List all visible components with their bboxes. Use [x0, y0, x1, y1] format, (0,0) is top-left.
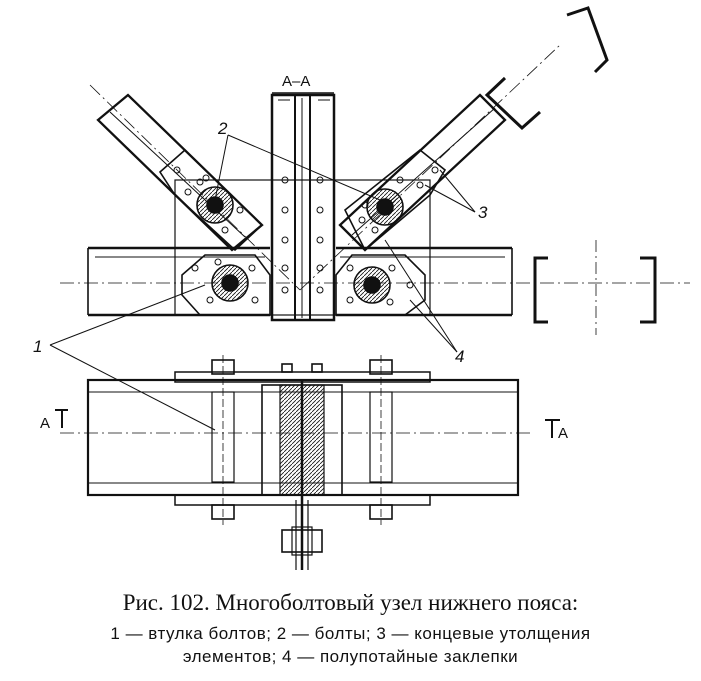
section-cut-right [545, 419, 560, 438]
right-chord-plate [335, 254, 426, 316]
bolt-bushing [196, 186, 404, 304]
leader-lines [49, 134, 476, 431]
figure-caption-title: Рис. 102. Многоболтовый узел нижнего поя… [122, 590, 579, 615]
figure-legend-line-1: 1 — втулка болтов; 2 — болты; 3 — концев… [110, 624, 591, 643]
joint-drawing: 1 2 3 4 A–A [33, 6, 690, 570]
figure-legend-line-2: элементов; 4 — полупотайные заклепки [182, 647, 519, 666]
channel-section-diagonal [484, 6, 609, 131]
left-diagonal [89, 84, 301, 291]
left-chord-plate [181, 254, 271, 316]
rivets [173, 166, 439, 306]
cut-mark-left: A [40, 415, 50, 432]
callout-1: 1 [33, 337, 42, 356]
bolt-heads [211, 355, 393, 525]
callout-3: 3 [478, 203, 488, 222]
center-gusset [261, 380, 343, 570]
cut-mark-right: A [558, 425, 568, 442]
channel-section-chord [533, 240, 657, 335]
vertical-member [270, 92, 336, 322]
section-label: A–A [282, 73, 310, 90]
callout-4: 4 [455, 347, 464, 366]
bottom-view [60, 355, 530, 570]
callout-2: 2 [217, 119, 228, 138]
top-view [60, 6, 690, 335]
section-cut-left [55, 409, 68, 428]
